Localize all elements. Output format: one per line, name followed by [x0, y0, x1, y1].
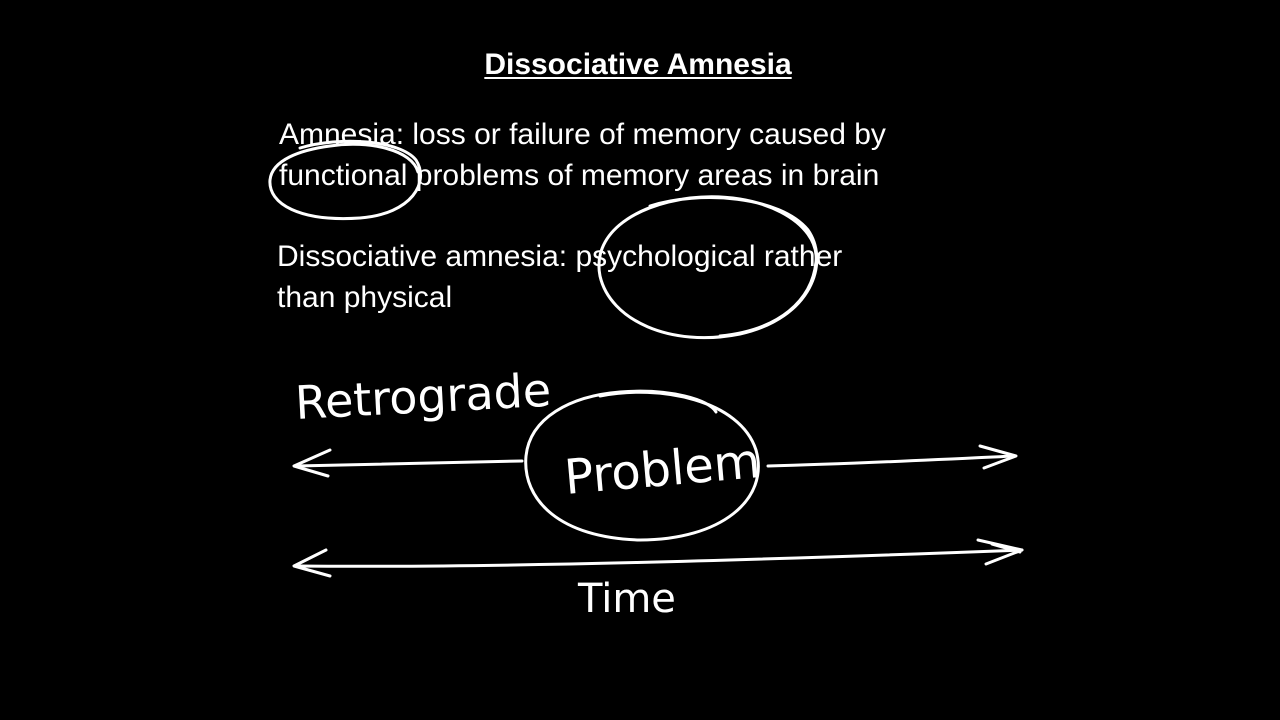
time-axis-right-head-extra [990, 542, 1022, 554]
anterograde-arrow-head [978, 444, 1018, 470]
retrograde-label: Retrograde [294, 363, 553, 430]
anterograde-arrow [766, 454, 1016, 468]
amnesia-definition-line-2: functional problems of memory areas in b… [279, 159, 880, 192]
time-label: Time [577, 576, 676, 622]
dissociative-definition-line-1: Dissociative amnesia: psychological rath… [277, 240, 843, 273]
retrograde-arrow [294, 459, 524, 468]
retrograde-arrow-head [292, 448, 332, 478]
problem-ellipse [524, 389, 760, 542]
problem-label: Problem [562, 433, 762, 506]
dissociative-definition: Dissociative amnesia: psychological rath… [277, 236, 842, 318]
time-axis-right-head [976, 538, 1024, 566]
time-axis-left-head [292, 548, 332, 578]
dissociative-definition-line-2: than physical [277, 281, 453, 314]
amnesia-definition: Amnesia: loss or failure of memory cause… [279, 114, 886, 196]
slide-title: Dissociative Amnesia [484, 48, 792, 81]
time-axis-arrow [294, 548, 1024, 568]
amnesia-definition-line-1: Amnesia: loss or failure of memory cause… [279, 118, 886, 151]
